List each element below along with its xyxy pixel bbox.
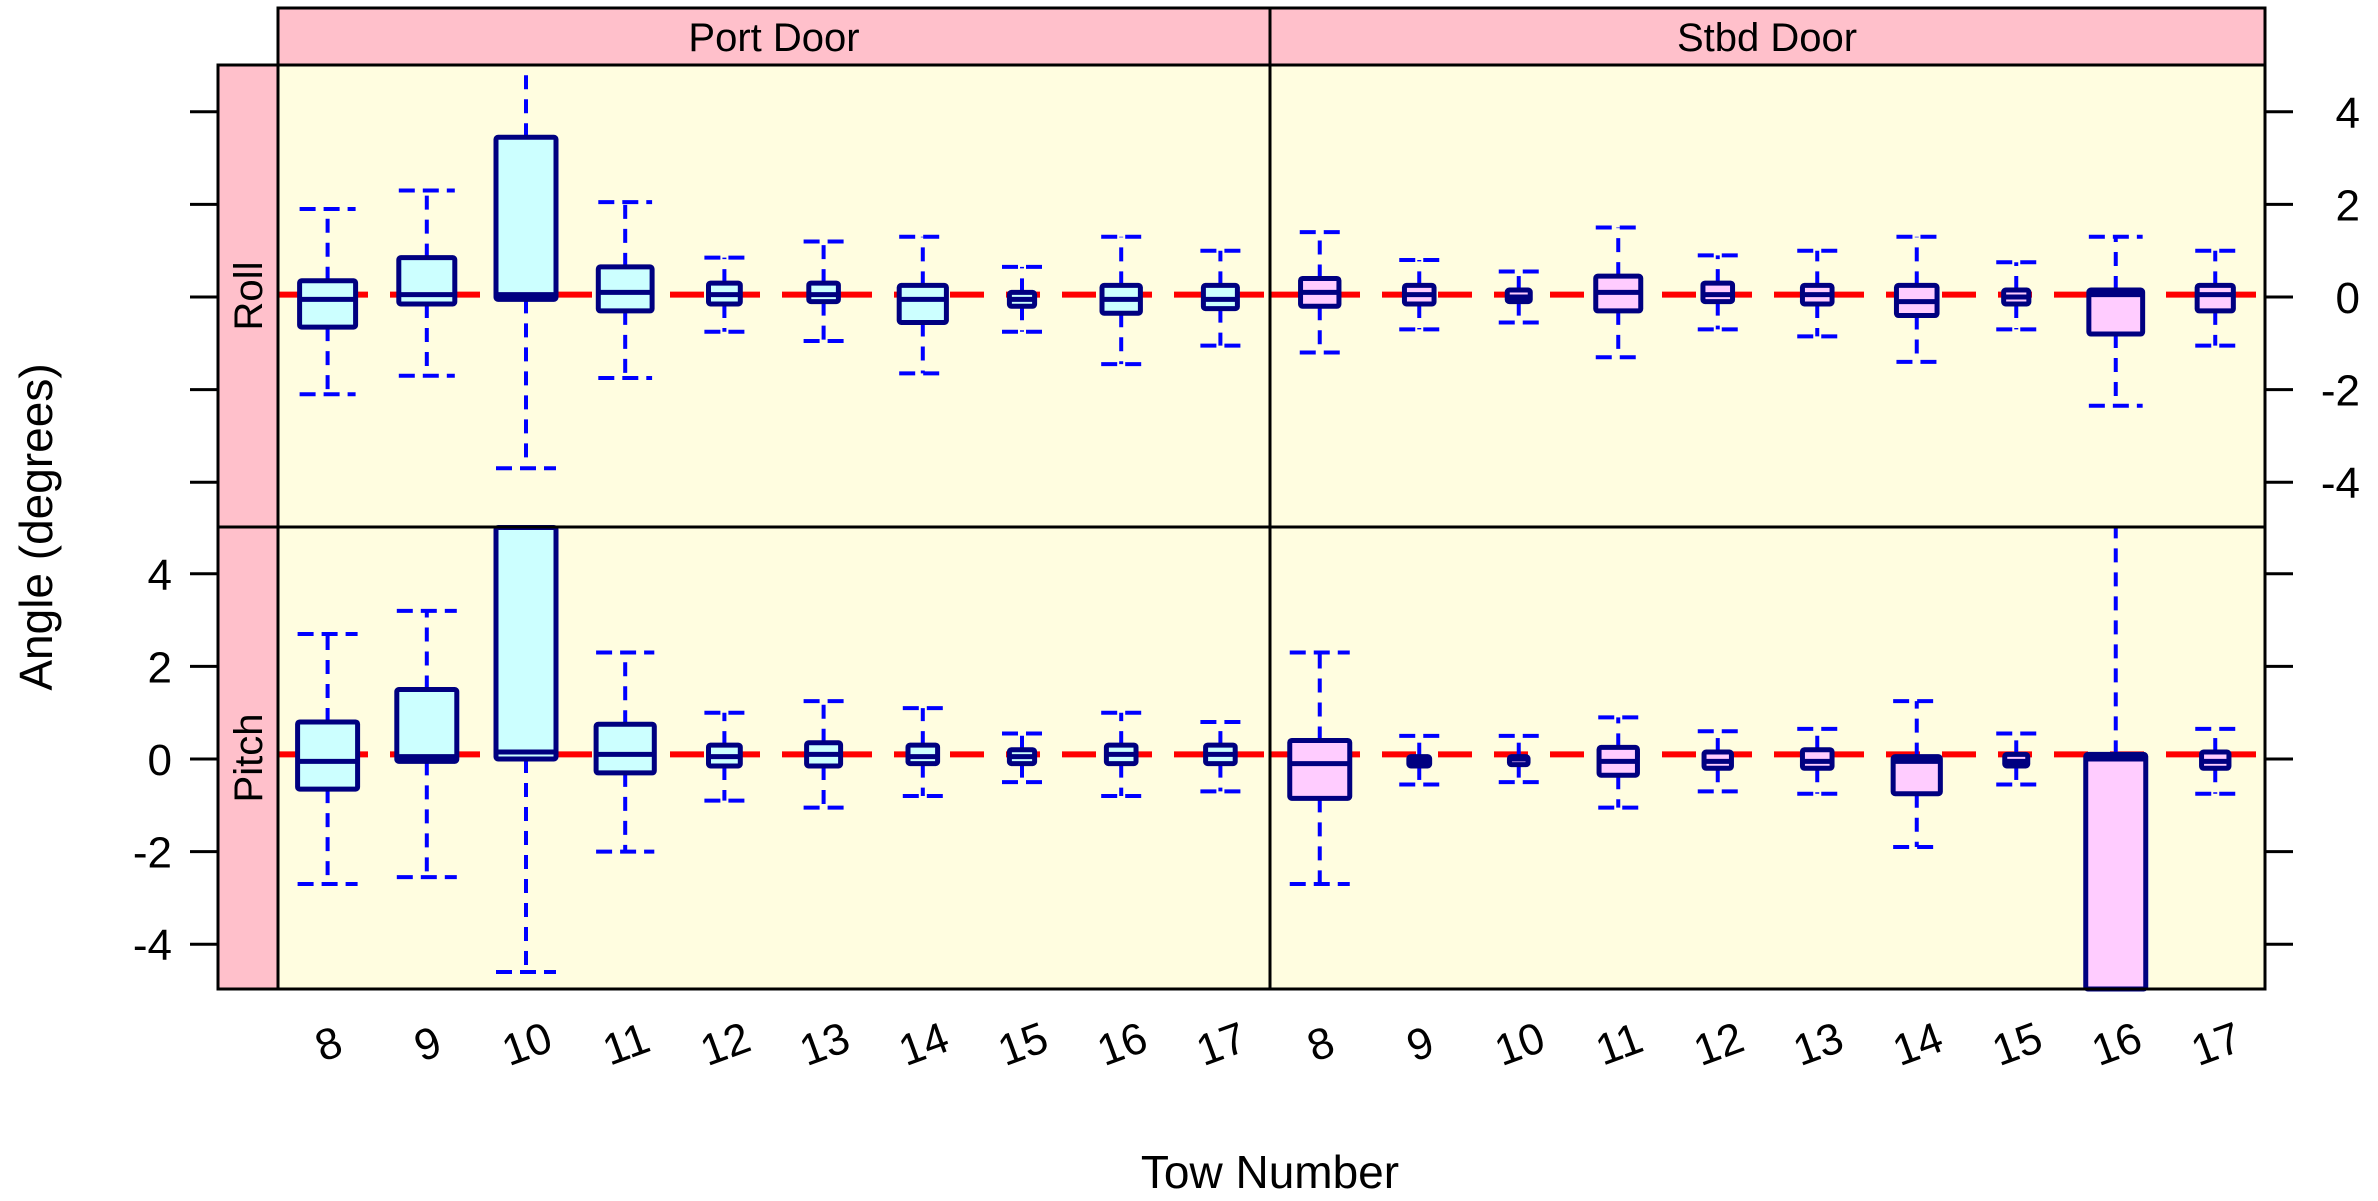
box-tow-9 [1399, 257, 1440, 332]
box-tow-14 [1890, 699, 1943, 849]
box-tow-14 [896, 234, 949, 376]
box-tow-10 [1498, 269, 1539, 325]
y-tick-label: -4 [2321, 459, 2360, 508]
row-strips: Roll Pitch [216, 63, 280, 991]
box-tow-8 [1298, 230, 1342, 355]
panel-roll-port-door [276, 63, 1272, 529]
box-tow-15 [1002, 264, 1042, 334]
box-tow-8 [1287, 650, 1353, 887]
panel-pitch-port-door [276, 525, 1272, 991]
box-tow-17 [1200, 719, 1241, 794]
box-tow-13 [1797, 726, 1838, 796]
x-tick-label: 10 [496, 1013, 559, 1076]
x-tick-label: 11 [1589, 1014, 1649, 1076]
iqr-box [2083, 751, 2149, 992]
y-tick-label: 2 [2336, 181, 2360, 230]
box-tow-8 [297, 207, 359, 397]
panel-roll-stbd-door [1268, 63, 2267, 529]
box-tow-17 [2195, 726, 2236, 796]
box-tow-8 [295, 631, 361, 887]
box-tow-10 [493, 65, 559, 471]
iqr-box [595, 264, 655, 314]
x-tick-label: 14 [892, 1013, 955, 1076]
iqr-box [593, 721, 657, 776]
x-tick-label: 9 [408, 1017, 448, 1071]
box-tow-16 [2086, 234, 2146, 408]
y-tick-label: 0 [2336, 274, 2360, 323]
box-tow-11 [1593, 225, 1644, 360]
iqr-box [2086, 287, 2146, 337]
y-tick-label: 4 [148, 551, 172, 600]
iqr-box [1890, 754, 1943, 797]
iqr-box [493, 134, 559, 302]
iqr-box [2194, 282, 2236, 314]
y-tick-label: 0 [148, 736, 172, 785]
y-tick-label: 2 [148, 643, 172, 692]
panels [276, 63, 2267, 992]
box-tow-11 [595, 200, 655, 381]
x-tick-label: 9 [1400, 1017, 1440, 1071]
x-tick-label: 8 [309, 1017, 349, 1071]
x-tick-labels: 8 9 10 11 12 13 14 15 16 17 8 9 10 11 12 13 14 15 16 17 [309, 1013, 2248, 1076]
x-tick-label: 8 [1301, 1017, 1341, 1071]
x-tick-label: 10 [1488, 1013, 1551, 1076]
x-axis-title: Tow Number [1141, 1146, 1399, 1198]
x-tick-label: 11 [596, 1014, 656, 1076]
iqr-box [896, 282, 949, 325]
box-tow-14 [902, 706, 943, 799]
box-tow-11 [1596, 715, 1640, 810]
x-tick-label: 16 [2085, 1013, 2148, 1076]
strip-roll-label: Roll [227, 262, 271, 331]
y-axis-title: Angle (degrees) [10, 363, 62, 690]
iqr-box [295, 719, 361, 792]
x-tick-label: 13 [1787, 1013, 1850, 1076]
box-tow-12 [704, 710, 745, 803]
x-tick-label: 15 [992, 1013, 1055, 1076]
y-tick-label: -2 [2321, 367, 2360, 416]
box-tow-15 [1996, 731, 2037, 787]
strip-pitch-label: Pitch [227, 714, 271, 803]
x-tick-label: 17 [2185, 1013, 2248, 1076]
x-tick-label: 14 [1886, 1013, 1949, 1076]
box-tow-9 [394, 608, 460, 880]
box-tow-16 [1101, 710, 1142, 799]
iqr-box [1287, 737, 1353, 801]
box-tow-10 [493, 525, 559, 974]
box-tow-15 [1002, 731, 1042, 785]
x-tick-label: 16 [1091, 1013, 1154, 1076]
box-tow-17 [1200, 248, 1241, 348]
box-tow-13 [803, 699, 844, 810]
box-tow-12 [1697, 729, 1738, 794]
box-tow-13 [1797, 248, 1838, 339]
box-tow-17 [2194, 248, 2236, 348]
iqr-box [493, 525, 559, 762]
x-tick-label: 12 [1687, 1013, 1750, 1076]
x-tick-label: 15 [1986, 1013, 2049, 1076]
iqr-box [394, 687, 460, 764]
strip-port-door-label: Port Door [688, 16, 859, 60]
box-tow-13 [803, 239, 844, 343]
strip-port-door [276, 6, 1272, 67]
strip-stbd-door [1268, 6, 2267, 67]
box-tow-14 [1893, 234, 1940, 364]
box-tow-10 [1498, 733, 1539, 785]
box-tow-11 [593, 650, 657, 854]
x-tick-label: 12 [694, 1013, 757, 1076]
y-tick-label: -2 [133, 829, 172, 878]
box-tow-16 [1099, 234, 1143, 367]
box-tow-15 [1996, 260, 2037, 332]
box-tow-9 [1399, 733, 1440, 787]
box-tow-12 [704, 255, 745, 334]
x-tick-label: 13 [793, 1013, 856, 1076]
y-tick-label: -4 [133, 921, 172, 970]
y-axes: -4 -2 0 2 4 -4 -2 0 2 4 [133, 89, 2360, 970]
box-tow-12 [1697, 253, 1738, 332]
strip-stbd-door-label: Stbd Door [1677, 16, 1857, 60]
column-strips: Port Door Stbd Door [276, 6, 2267, 67]
box-tow-9 [396, 188, 458, 378]
panel-pitch-stbd-door [1268, 525, 2267, 992]
y-tick-label: 4 [2336, 89, 2360, 138]
iqr-box [297, 278, 359, 330]
x-tick-label: 17 [1190, 1013, 1253, 1076]
